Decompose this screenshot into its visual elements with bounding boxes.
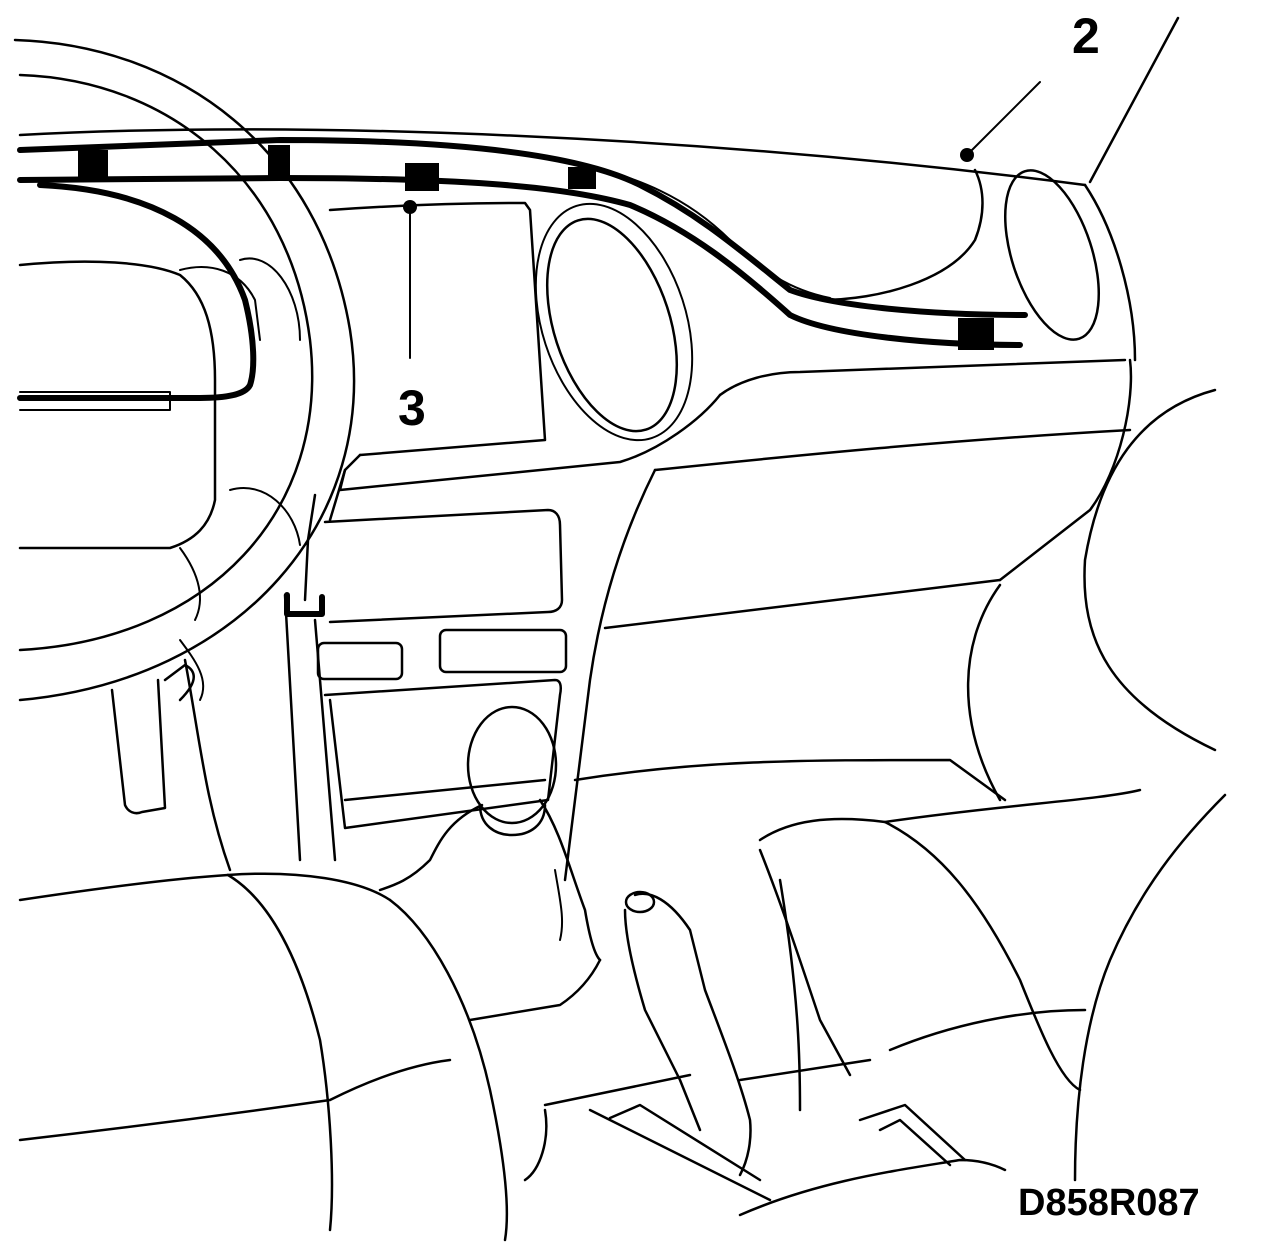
air-vents (534, 168, 1101, 442)
centre-console (283, 468, 568, 862)
defroster-duct (17, 137, 1028, 401)
gear-lever (378, 705, 602, 962)
callout-3: 3 (398, 200, 426, 436)
callout-2-marker (960, 148, 974, 162)
callout-2: 2 (960, 8, 1100, 162)
lower-dashboard (563, 358, 1133, 882)
handbrake (623, 890, 752, 1177)
steering-wheel (13, 38, 356, 702)
right-seat (758, 388, 1227, 1182)
callout-3-label: 3 (398, 380, 426, 436)
instrument-cluster (18, 260, 261, 621)
callout-3-marker (403, 200, 417, 214)
centre-floor (468, 758, 1007, 1217)
centre-display (328, 201, 722, 492)
pedal (110, 663, 195, 815)
reference-code: D858R087 (1018, 1182, 1200, 1224)
left-seat (18, 658, 509, 1242)
dashboard-top (18, 16, 1180, 362)
callout-2-label: 2 (1072, 8, 1100, 64)
